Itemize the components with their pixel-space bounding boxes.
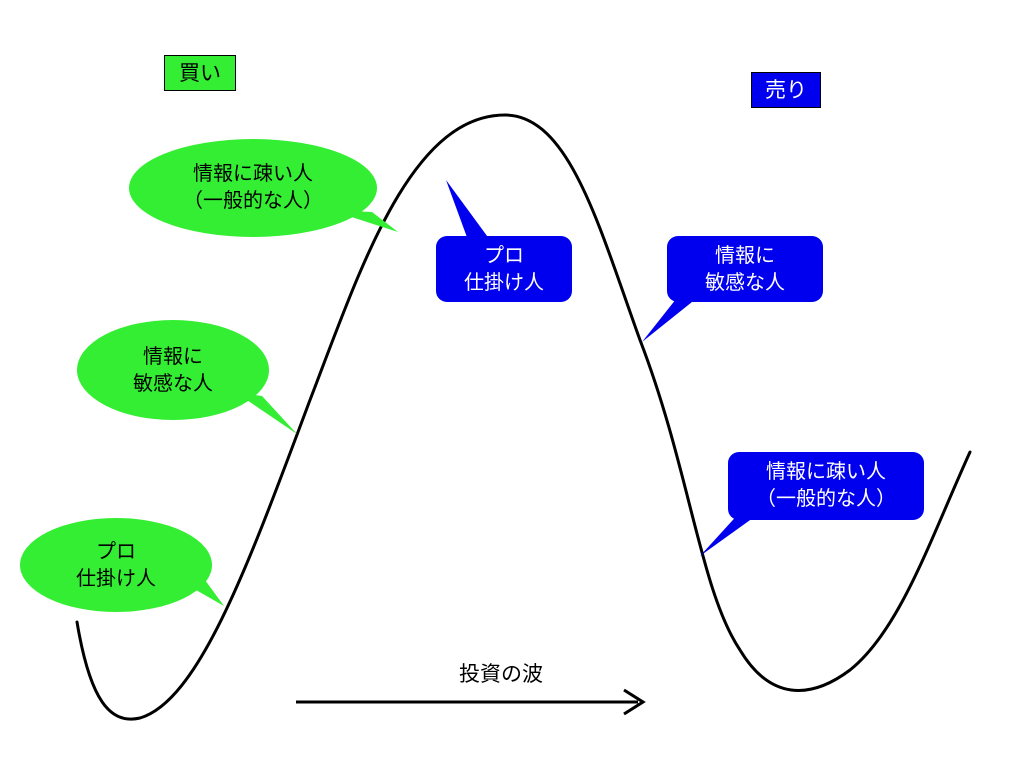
arrow-head-icon <box>623 688 646 716</box>
investment-wave-curve <box>75 113 972 721</box>
sell-bubble-sensitive <box>642 236 823 342</box>
bubble-line: プロ <box>96 539 136 563</box>
buy-bubble-sensitive <box>77 320 297 434</box>
bubble-line: 敏感な人 <box>133 371 213 395</box>
bubble-line: 情報に疎い人 <box>766 459 886 483</box>
bubble-line: 情報に <box>715 243 775 267</box>
wave-caption: 投資の波 <box>459 662 543 686</box>
bubble-line: 仕掛け人 <box>464 270 544 294</box>
bubble-line: プロ <box>484 243 524 267</box>
bubble-line: 仕掛け人 <box>76 566 156 590</box>
bubble-line: 敏感な人 <box>705 270 785 294</box>
sell-bubble-sensitive-text: 情報に 敏感な人 <box>685 242 805 296</box>
sell-label: 売り <box>751 72 821 108</box>
sell-bubble-pro-text: プロ 仕掛け人 <box>444 242 564 296</box>
sell-bubble-uninformed-text: 情報に疎い人 （一般的な人） <box>736 458 916 512</box>
bubble-line: （一般的な人） <box>183 188 323 212</box>
buy-bubble-uninformed <box>129 139 398 237</box>
bubble-line: 情報に <box>143 344 203 368</box>
buy-bubble-pro-text: プロ 仕掛け人 <box>56 538 176 592</box>
sell-bubble-uninformed <box>700 452 924 556</box>
sell-bubble-pro <box>436 180 572 302</box>
bubble-line: （一般的な人） <box>756 486 896 510</box>
buy-label: 買い <box>164 55 236 91</box>
buy-bubble-pro <box>20 518 224 612</box>
bubble-line: 情報に疎い人 <box>193 161 313 185</box>
buy-bubble-sensitive-text: 情報に 敏感な人 <box>113 343 233 397</box>
buy-bubble-uninformed-text: 情報に疎い人 （一般的な人） <box>163 160 343 214</box>
